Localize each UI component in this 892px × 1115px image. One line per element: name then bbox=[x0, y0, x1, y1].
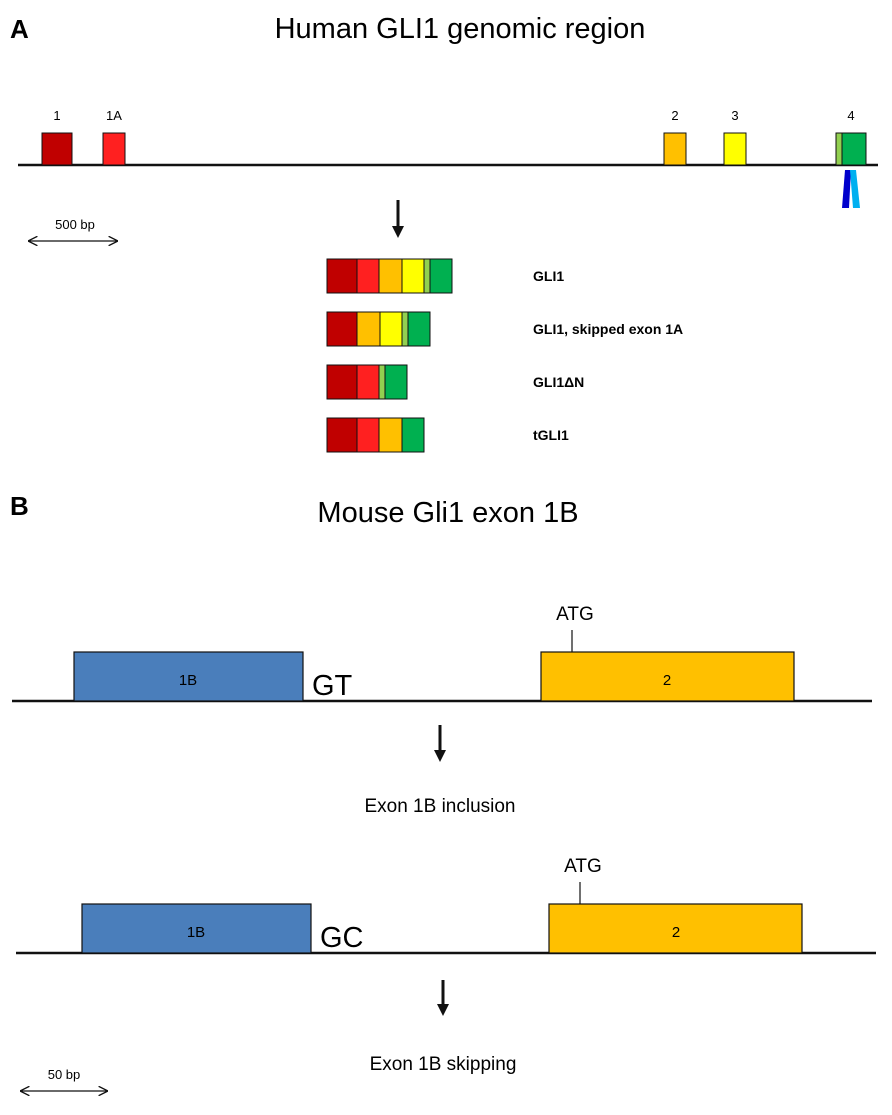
down-arrow-b2-head bbox=[437, 1004, 449, 1016]
light-blue-arrowhead bbox=[850, 170, 860, 208]
exon-2-box bbox=[663, 132, 687, 166]
exon-4-inner-box bbox=[835, 132, 843, 166]
splice-site-row2: GC bbox=[320, 922, 364, 954]
isoform-2-segment-4 bbox=[401, 311, 409, 347]
exon-1a-label: 1A bbox=[106, 108, 122, 123]
isoform-1-segment-5 bbox=[423, 258, 431, 294]
isoform-3-label: GLI1ΔN bbox=[533, 374, 584, 390]
exon-2-box-row1 bbox=[540, 651, 795, 702]
scale-bar-a-label: 500 bp bbox=[55, 217, 95, 232]
down-arrow-a-head bbox=[392, 226, 404, 238]
isoform-2-segment-1 bbox=[326, 311, 358, 347]
exon-2-label: 2 bbox=[671, 108, 678, 123]
isoform-4-segment-2 bbox=[356, 417, 380, 453]
exon-1a-box bbox=[102, 132, 126, 166]
exon-1b-box-row1 bbox=[73, 651, 304, 702]
down-arrow-b1-head bbox=[434, 750, 446, 762]
panel-b-title: Mouse Gli1 exon 1B bbox=[317, 497, 578, 529]
exon-1b-label-row1: 1B bbox=[179, 672, 197, 689]
isoform-4-segment-3 bbox=[378, 417, 403, 453]
exon-2-box-row2 bbox=[548, 903, 803, 954]
isoform-1-segment-1 bbox=[326, 258, 358, 294]
panel-b-letter: B bbox=[10, 491, 29, 521]
panel-a-title: Human GLI1 genomic region bbox=[275, 13, 646, 45]
exon-3-box bbox=[723, 132, 747, 166]
isoform-1-label: GLI1 bbox=[533, 268, 564, 284]
atg-label-row2: ATG bbox=[564, 856, 602, 877]
isoform-2-segment-3 bbox=[379, 311, 403, 347]
isoform-1-segment-4 bbox=[401, 258, 425, 294]
outcome-row1: Exon 1B inclusion bbox=[364, 796, 515, 817]
exon-1-box bbox=[41, 132, 73, 166]
exon-1b-label-row2: 1B bbox=[187, 924, 205, 941]
isoform-2-segment-5 bbox=[407, 311, 431, 347]
isoform-3-segment-3 bbox=[378, 364, 386, 400]
isoform-3-segment-4 bbox=[384, 364, 408, 400]
isoform-3-segment-2 bbox=[356, 364, 380, 400]
isoform-1-segment-6 bbox=[429, 258, 453, 294]
atg-label-row1: ATG bbox=[556, 604, 594, 625]
isoform-4-segment-4 bbox=[401, 417, 425, 453]
panel-a-letter: A bbox=[10, 14, 29, 44]
outcome-row2: Exon 1B skipping bbox=[370, 1054, 517, 1075]
dark-blue-arrowhead bbox=[842, 170, 851, 208]
exon-1-label: 1 bbox=[53, 108, 60, 123]
isoform-3-segment-1 bbox=[326, 364, 358, 400]
isoform-1-segment-2 bbox=[356, 258, 380, 294]
scale-bar-b-label: 50 bp bbox=[48, 1067, 81, 1082]
exon-4-label: 4 bbox=[847, 108, 854, 123]
isoform-4-segment-1 bbox=[326, 417, 358, 453]
exon-2-label-row1: 2 bbox=[663, 672, 671, 689]
exon-2-label-row2: 2 bbox=[672, 924, 680, 941]
isoform-4-label: tGLI1 bbox=[533, 427, 569, 443]
isoform-2-label: GLI1, skipped exon 1A bbox=[533, 321, 683, 337]
splice-site-row1: GT bbox=[312, 670, 353, 702]
exon-1b-box-row2 bbox=[81, 903, 312, 954]
isoform-2-segment-2 bbox=[356, 311, 381, 347]
isoform-1-segment-3 bbox=[378, 258, 403, 294]
exon-3-label: 3 bbox=[731, 108, 738, 123]
